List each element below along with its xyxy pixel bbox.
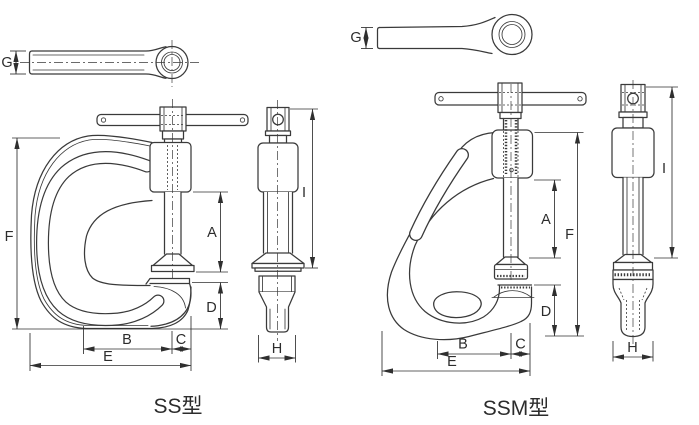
ssm-dim-label-h: H <box>627 340 637 356</box>
ss-front-view <box>30 99 249 330</box>
ss-dimensions: G F A D B C E I H <box>1 50 318 371</box>
ssm-dim-label-i: I <box>662 161 666 177</box>
ssm-dim-label-b: B <box>458 337 468 353</box>
ss-side-view <box>251 100 305 341</box>
ss-dim-label-b: B <box>122 332 132 348</box>
ssm-dimensions: G A F D B C E I H <box>350 27 678 376</box>
ssm-dim-label-a: A <box>541 212 551 228</box>
ss-dim-label-c: C <box>176 332 186 348</box>
ssm-dim-label-g: G <box>350 30 361 46</box>
ss-side-screw-head <box>266 106 290 132</box>
ssm-type-title: SSM型 <box>483 397 550 420</box>
ss-dim-label-i: I <box>302 185 306 201</box>
ss-top-view <box>20 40 200 87</box>
ss-dim-label-a: A <box>207 225 217 241</box>
ss-screw-boss <box>149 141 192 193</box>
ssm-dim-label-c: C <box>515 337 525 353</box>
ssm-front-view <box>386 82 587 341</box>
ssm-screw-boss <box>491 129 534 179</box>
ss-type-title: SS型 <box>153 395 202 418</box>
ss-dim-label-f: F <box>5 229 14 245</box>
ssm-dim-label-e: E <box>447 354 457 370</box>
ssm-side-view <box>611 80 655 346</box>
ss-dim-label-e: E <box>103 349 113 365</box>
ssm-top-view <box>376 13 533 56</box>
ss-side-anvil <box>258 275 296 293</box>
ss-dim-label-d: D <box>206 300 216 316</box>
ssm-dim-label-d: D <box>541 304 551 320</box>
ss-dim-label-g: G <box>1 55 12 71</box>
ssm-dim-label-f: F <box>565 227 574 243</box>
ss-dim-label-h: H <box>272 341 282 357</box>
